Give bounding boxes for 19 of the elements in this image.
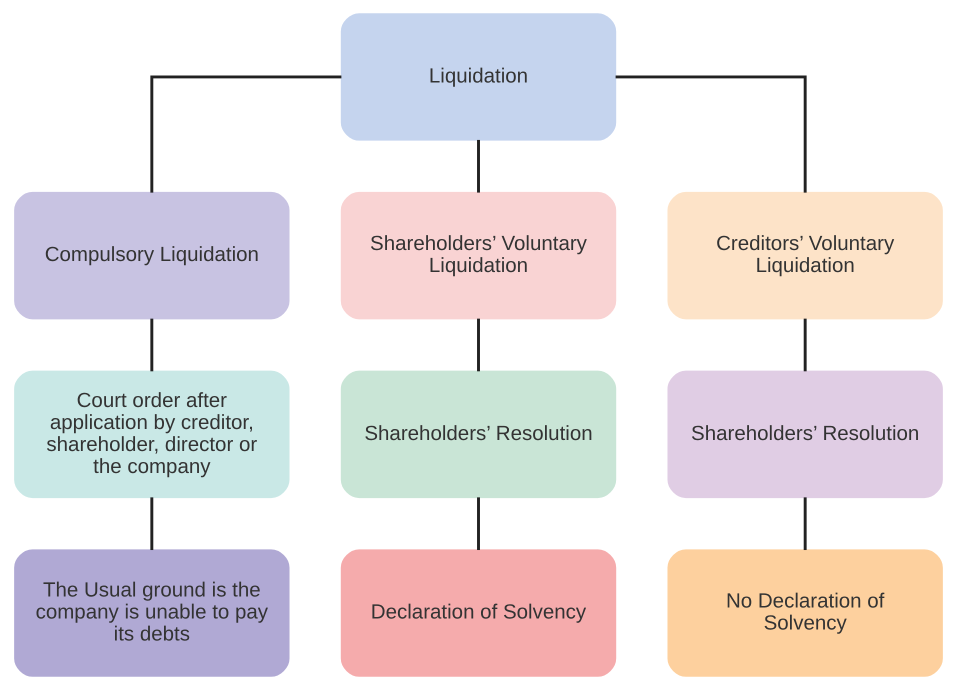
connector <box>476 140 480 193</box>
connector <box>150 75 341 193</box>
node-box: Declaration of Solvency <box>340 549 616 677</box>
node-box: Liquidation <box>340 13 616 141</box>
connector <box>803 318 806 372</box>
connector <box>476 497 480 550</box>
node-box: Court order after application by creditor, shareholder, director or the company <box>14 370 290 498</box>
connector <box>150 318 153 372</box>
node-box: Shareholders’ Voluntary Liquidation <box>340 192 616 320</box>
node-box: Shareholders’ Resolution <box>340 370 616 498</box>
node-box: Shareholders’ Resolution <box>666 370 942 498</box>
connector <box>615 75 806 193</box>
connector <box>150 497 153 550</box>
connector <box>803 497 806 550</box>
node-box: Compulsory Liquidation <box>14 192 290 320</box>
node-box: Creditors’ Voluntary Liquidation <box>666 192 942 320</box>
node-box: The Usual ground is the company is unable to pay its debts <box>14 549 290 677</box>
node-box: No Declaration of Solvency <box>666 549 942 677</box>
connector <box>476 318 480 372</box>
